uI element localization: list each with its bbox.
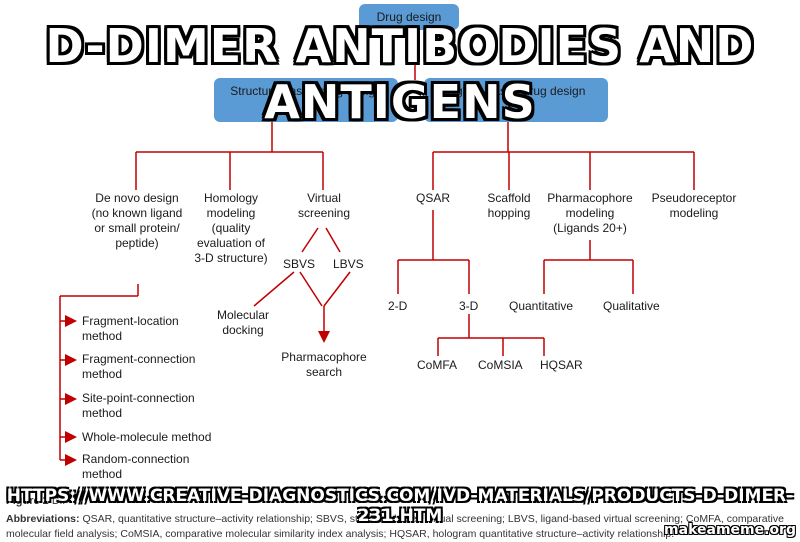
qsar-label: QSAR <box>415 191 450 205</box>
method-whole-molecule: Whole-molecule method <box>82 430 212 444</box>
homology-label: Homology modeling (quality evaluation of… <box>194 191 268 265</box>
meme-top-line-2: ANTIGENS <box>264 75 536 129</box>
sbvs-label: SBVS <box>283 257 316 271</box>
lbvs-label: LBVS <box>333 257 364 271</box>
structure-based-label: Structure-based drug design <box>230 84 382 98</box>
method-fragment-connection: Fragment-connection method <box>82 352 196 381</box>
figure-caption: Figure 2 Dif <box>6 495 65 507</box>
hqsar-label: HQSAR <box>540 358 583 372</box>
quantitative-label: Quantitative <box>509 299 574 313</box>
de-novo-label: De novo design (no known ligand or small… <box>91 191 183 250</box>
figure-number: Figure 2 <box>6 495 49 507</box>
abbreviations-line-1: Abbreviations: QSAR, quantitative struct… <box>6 513 784 525</box>
qsar-2d-label: 2-D <box>388 299 408 313</box>
abbreviations-line-2: molecular field analysis; CoMSIA, compar… <box>6 528 674 540</box>
pseudoreceptor-label: Pseudoreceptor modeling <box>651 191 737 220</box>
pharmacophore-search-label: Pharmacophore search <box>281 350 367 379</box>
figure-title: Dif <box>51 495 66 507</box>
pharmacophore-modeling-label: Pharmacophore modeling (Ligands 20+) <box>547 191 633 235</box>
meme-bottom-text: HTTPS://WWW.CREATIVE-DIAGNOSTICS.COM/IVD… <box>6 486 794 526</box>
scaffold-hopping-label: Scaffold hopping <box>487 191 531 220</box>
ligand-based-box: Ligand-based drug design <box>424 78 608 122</box>
drug-design-label: Drug design <box>376 10 442 24</box>
abbreviations-text-1: QSAR, quantitative structure–activity re… <box>82 513 784 525</box>
molecular-docking-label: Molecular docking <box>216 308 270 337</box>
comsia-label: CoMSIA <box>478 358 523 372</box>
meme-top-line-1: D-DIMER ANTIBODIES AND <box>45 19 755 73</box>
ligand-based-label: Ligand-based drug design <box>446 84 586 98</box>
watermark: makeameme.org <box>664 522 796 538</box>
abbreviations-label: Abbreviations: <box>6 513 80 525</box>
method-site-point-connection: Site-point-connection method <box>82 391 195 420</box>
qualitative-label: Qualitative <box>603 299 660 313</box>
drug-design-box: Drug design <box>359 4 459 30</box>
virtual-screening-label: Virtual screening <box>297 191 351 220</box>
qsar-3d-label: 3-D <box>459 299 479 313</box>
comfa-label: CoMFA <box>417 358 458 372</box>
method-random-connection: Random-connection method <box>82 452 190 481</box>
structure-based-box: Structure-based drug design <box>214 78 398 122</box>
method-fragment-location: Fragment-location method <box>82 314 179 343</box>
abbreviations-text-2: molecular field analysis; CoMSIA, compar… <box>6 528 675 540</box>
